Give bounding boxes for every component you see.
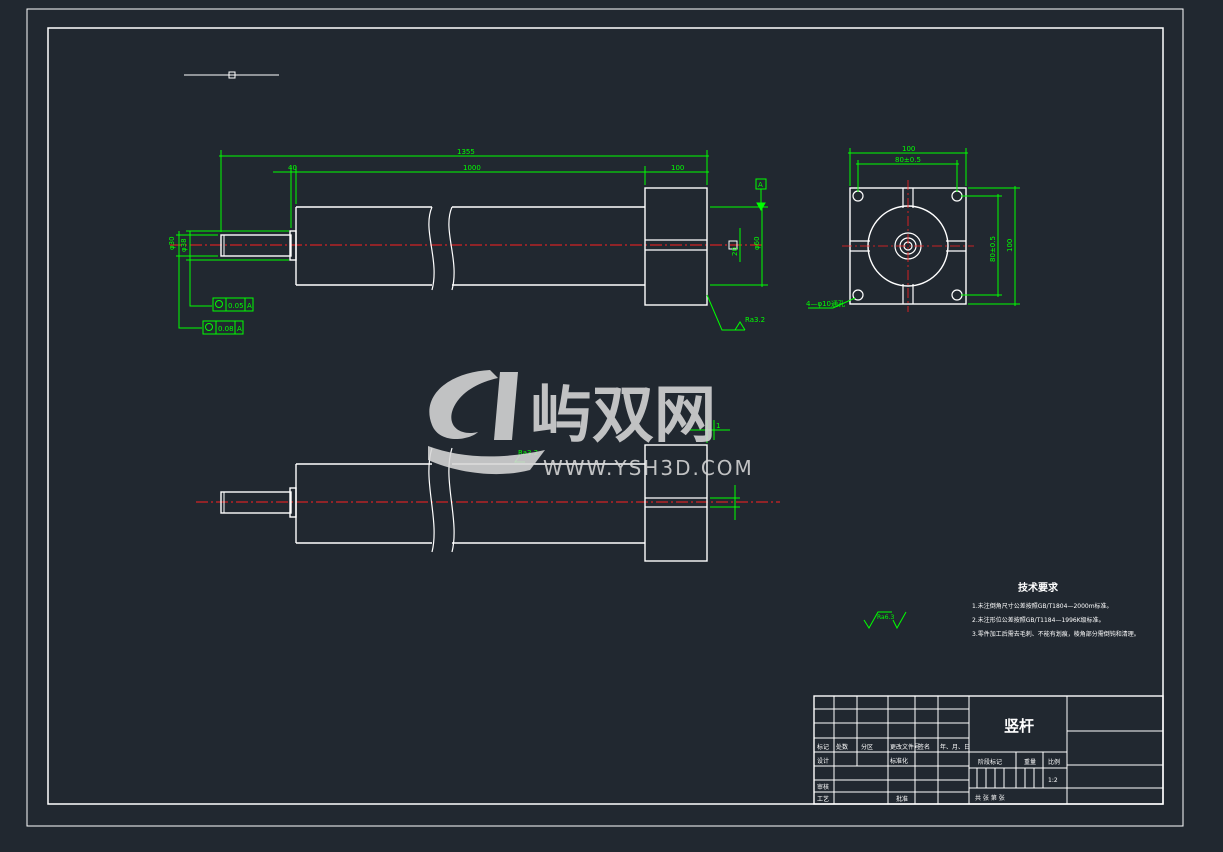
layer-marker bbox=[184, 71, 279, 79]
side-dim-text: 100 80±0.5 100 80±0.5 4—φ10通孔 bbox=[806, 145, 1014, 308]
front-view bbox=[170, 187, 765, 306]
side-view-label: 1 bbox=[716, 422, 720, 430]
tb-date: 年、月、日 bbox=[940, 743, 970, 751]
datum-a-2: A bbox=[237, 325, 242, 333]
title-block bbox=[813, 695, 1164, 805]
bolt-hole-tr bbox=[951, 190, 963, 202]
datum-a-label: A bbox=[758, 181, 763, 189]
title-block-text: 竖杆 标记 处数 分区 更改文件号 签名 年、月、日 设计 标准化 阶段标记 重… bbox=[817, 717, 1060, 803]
front-break-2 bbox=[448, 206, 455, 291]
side-dimensions bbox=[808, 148, 1020, 309]
tech-heading: 技术要求 bbox=[1018, 581, 1059, 594]
dim-bore-depth: 20 bbox=[731, 247, 739, 256]
dim-small-offset: 40 bbox=[288, 164, 297, 172]
tb-standard: 标准化 bbox=[890, 757, 908, 765]
dim-flange-dia: φ60 bbox=[753, 236, 761, 250]
front-body-right bbox=[452, 206, 645, 286]
tech-requirements: 技术要求 1.未注倒角尺寸公差按照GB/T1804—2000m标准。 2.未注形… bbox=[972, 581, 1140, 638]
front-break-1 bbox=[428, 206, 435, 291]
watermark-logo-icon bbox=[428, 370, 545, 475]
tb-design: 设计 bbox=[817, 757, 829, 765]
watermark: 屿双网 WWW.YSH3D.COM bbox=[428, 370, 754, 480]
tolerance-symbols bbox=[205, 300, 223, 331]
dim-body-length: 1000 bbox=[463, 164, 481, 172]
tech-item-1: 1.未注倒角尺寸公差按照GB/T1804—2000m标准。 bbox=[972, 602, 1113, 610]
bolt-hole-tl bbox=[852, 190, 864, 202]
tolerance-2: 0.08 bbox=[218, 325, 234, 333]
side-view bbox=[842, 180, 974, 312]
dim-shaft-dia-b: φ38 bbox=[180, 238, 188, 252]
front-dimensions bbox=[176, 150, 768, 335]
outer-border bbox=[26, 8, 1184, 827]
tb-count: 处数 bbox=[836, 743, 848, 751]
tech-item-3: 3.零件加工后需去毛刺、不能有划痕，棱角部分需倒钝和清理。 bbox=[972, 630, 1140, 638]
roughness-legend bbox=[863, 611, 907, 630]
dim-shaft-dia-a: φ30 bbox=[168, 236, 176, 250]
tb-sheet: 共 张 第 张 bbox=[975, 794, 1005, 802]
tb-change-doc: 更改文件号 bbox=[890, 743, 920, 751]
tech-item-2: 2.未注形位公差按照GB/T1184—1996K级标准。 bbox=[972, 616, 1105, 624]
bolt-hole-bl bbox=[852, 289, 864, 301]
tb-sign: 签名 bbox=[918, 743, 930, 751]
dim-top-width: 100 bbox=[902, 145, 915, 153]
dim-overall-length: 1355 bbox=[457, 148, 475, 156]
tb-mark: 标记 bbox=[817, 743, 829, 751]
tb-process: 工艺 bbox=[817, 795, 829, 803]
roughness-flange: Ra3.2 bbox=[745, 316, 765, 324]
tb-review: 审核 bbox=[817, 783, 829, 791]
roughness-legend-text: Ra6.3 bbox=[877, 614, 894, 621]
bolt-hole-br bbox=[951, 289, 963, 301]
tb-ratio: 比例 bbox=[1048, 758, 1060, 766]
dim-flange-length: 100 bbox=[671, 164, 684, 172]
tb-scale: 1:2 bbox=[1048, 777, 1058, 784]
front-shaft bbox=[220, 234, 292, 257]
dim-side-height: 100 bbox=[1006, 239, 1014, 252]
tb-zone: 分区 bbox=[861, 743, 873, 751]
datum-a-1: A bbox=[247, 302, 252, 310]
front-flange bbox=[644, 187, 708, 306]
watermark-name: 屿双网 bbox=[530, 378, 716, 451]
tb-weight: 重量 bbox=[1024, 758, 1036, 766]
front-body-left bbox=[295, 206, 432, 286]
hole-note: 4—φ10通孔 bbox=[806, 299, 845, 308]
roughness-bottom: Ra3.2 bbox=[518, 449, 538, 457]
inner-border bbox=[47, 27, 1164, 805]
runout-icon bbox=[205, 323, 213, 331]
dim-top-inner-width: 80±0.5 bbox=[895, 156, 921, 164]
concentricity-icon bbox=[215, 300, 223, 308]
front-dim-text: 1355 1000 100 40 φ30 φ38 φ60 20 0.05 0.0… bbox=[168, 148, 765, 333]
part-title: 竖杆 bbox=[1004, 717, 1034, 735]
tb-stage: 阶段标记 bbox=[978, 758, 1002, 766]
dim-side-inner-height: 80±0.5 bbox=[989, 236, 997, 262]
tolerance-1: 0.05 bbox=[228, 302, 244, 310]
watermark-url: WWW.YSH3D.COM bbox=[543, 456, 754, 480]
tb-approve: 批准 bbox=[896, 795, 908, 803]
